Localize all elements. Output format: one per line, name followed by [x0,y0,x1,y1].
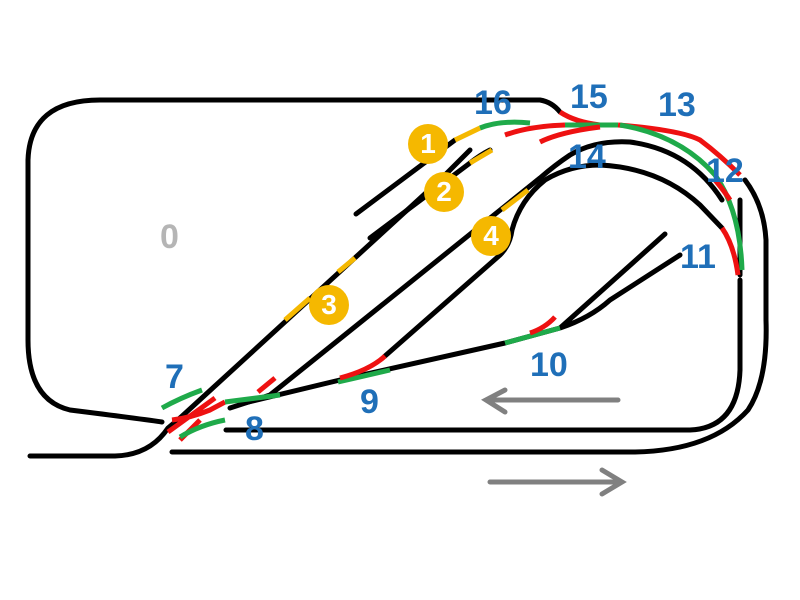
zone-0-label: 0 [160,218,179,256]
switch-10-diverge [529,315,557,336]
siding-4-badge: 4 [471,216,511,256]
siding-2-badge: 2 [424,172,464,212]
switch-8-straight [224,392,281,405]
switch-16-label: 16 [474,84,512,122]
switch-15b-diverge [538,124,601,145]
switch-9-label: 9 [360,383,379,421]
switch-13-label: 13 [658,86,696,124]
switch-10-straight [504,325,561,346]
main-loop-track [169,147,769,455]
switch-8-curve [178,417,226,440]
switch-8-label: 8 [245,410,264,448]
switch-9-straight [337,367,391,385]
inner-loop-track [223,139,743,433]
siding-3-end [283,256,357,322]
arrow-right-icon [487,467,627,497]
switch-12-label: 12 [706,152,744,190]
switch-16-straight [479,119,531,131]
switch-12-diverge [713,178,741,276]
switch-13-straight [619,122,745,271]
siding-1-badge: 1 [408,124,448,164]
switch-14-label: 14 [568,138,606,176]
branch-track [237,231,683,407]
switch-9-diverge [339,354,387,381]
outer-loop-track [25,97,563,459]
switch-11-label: 11 [680,238,716,276]
switch-10-label: 10 [530,346,568,384]
switch-16-diverge [504,122,566,138]
switch-7-label: 7 [165,358,184,396]
arrow-left-icon [481,387,621,415]
switch-13-diverge [617,122,742,177]
siding-2-end [468,147,494,166]
switch-8-diverge [256,376,277,394]
siding-4-end [500,188,530,212]
switch-15-label: 15 [570,78,608,116]
siding-3-badge: 3 [309,285,349,325]
switch-7-curve [160,387,203,411]
siding-1-end [453,125,482,143]
